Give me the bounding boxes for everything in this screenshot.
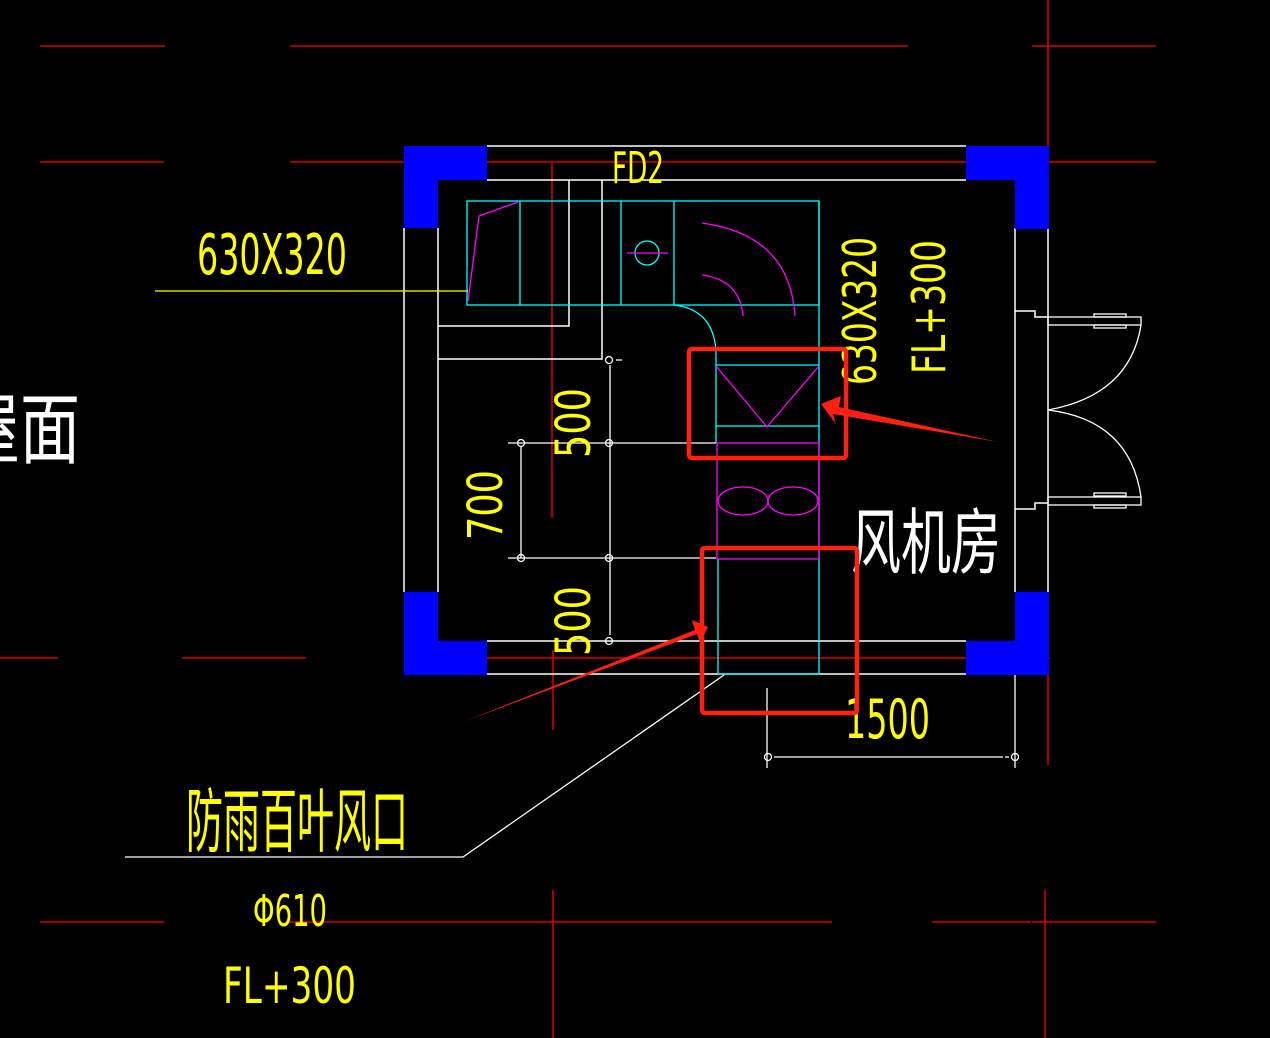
fan-tag-label: FD2 — [612, 143, 664, 194]
door-jamb — [1015, 502, 1048, 510]
fan-casing — [716, 442, 820, 560]
room-name-label: 风机房 — [851, 501, 1001, 585]
dim-text-upper: 500 — [546, 388, 602, 458]
door-leaf — [1047, 316, 1142, 326]
louver-diameter-label: Φ610 — [253, 886, 327, 937]
dim-text-lower: 500 — [546, 586, 602, 656]
door-handle — [1093, 492, 1127, 497]
arrow-icon — [821, 396, 998, 442]
leader-louver — [125, 674, 725, 858]
column-block — [966, 146, 1049, 229]
roof-label-partial: 屋面 — [0, 386, 80, 476]
axial-fan-icon — [717, 486, 769, 516]
dim-node — [516, 438, 526, 448]
door-swing-arc — [1047, 409, 1142, 498]
axial-fan-icon — [767, 486, 819, 516]
door-handle — [1093, 324, 1127, 329]
dimension-lines — [508, 355, 1020, 768]
door-handle — [1093, 313, 1127, 318]
dim-node — [1010, 752, 1020, 762]
dim-node — [763, 752, 773, 762]
inner-partition — [438, 180, 603, 360]
column-block — [404, 592, 487, 675]
turning-vane — [701, 222, 796, 317]
door-leaf — [1047, 496, 1142, 506]
dim-node — [516, 553, 526, 563]
duct-size-label-right: 630X320 — [833, 237, 887, 385]
equipment — [467, 201, 820, 560]
highlight-box-louver-connection[interactable] — [699, 545, 860, 716]
dim-node — [604, 553, 614, 563]
duct-size-label-left: 630X320 — [197, 223, 347, 288]
door-swing-arc — [1047, 324, 1142, 411]
flexible-connector-v — [715, 365, 820, 429]
dim-node — [604, 636, 614, 646]
inner-partition — [438, 180, 570, 327]
door-jamb — [1015, 310, 1048, 318]
elevation-label-right: FL+300 — [902, 240, 956, 374]
leader-lines — [125, 290, 725, 858]
highlight-box-fan-inlet[interactable] — [686, 346, 849, 461]
duct-transition — [467, 201, 519, 302]
column-block — [966, 592, 1049, 675]
louver-label: 防雨百叶风口 — [186, 781, 408, 863]
dim-node — [604, 355, 614, 365]
louver-elevation-label: FL+300 — [223, 957, 356, 1015]
turning-vane — [701, 274, 744, 317]
double-swing-door-icon — [1047, 313, 1142, 509]
column-block — [404, 146, 487, 228]
axis-grid — [0, 0, 1156, 1038]
walls — [403, 145, 1049, 675]
door-handle — [1093, 504, 1127, 509]
dim-text-middle: 700 — [458, 470, 514, 540]
markup-annotations — [463, 346, 998, 722]
ductwork — [466, 200, 820, 675]
dim-node — [604, 438, 614, 448]
columns — [404, 146, 1049, 675]
